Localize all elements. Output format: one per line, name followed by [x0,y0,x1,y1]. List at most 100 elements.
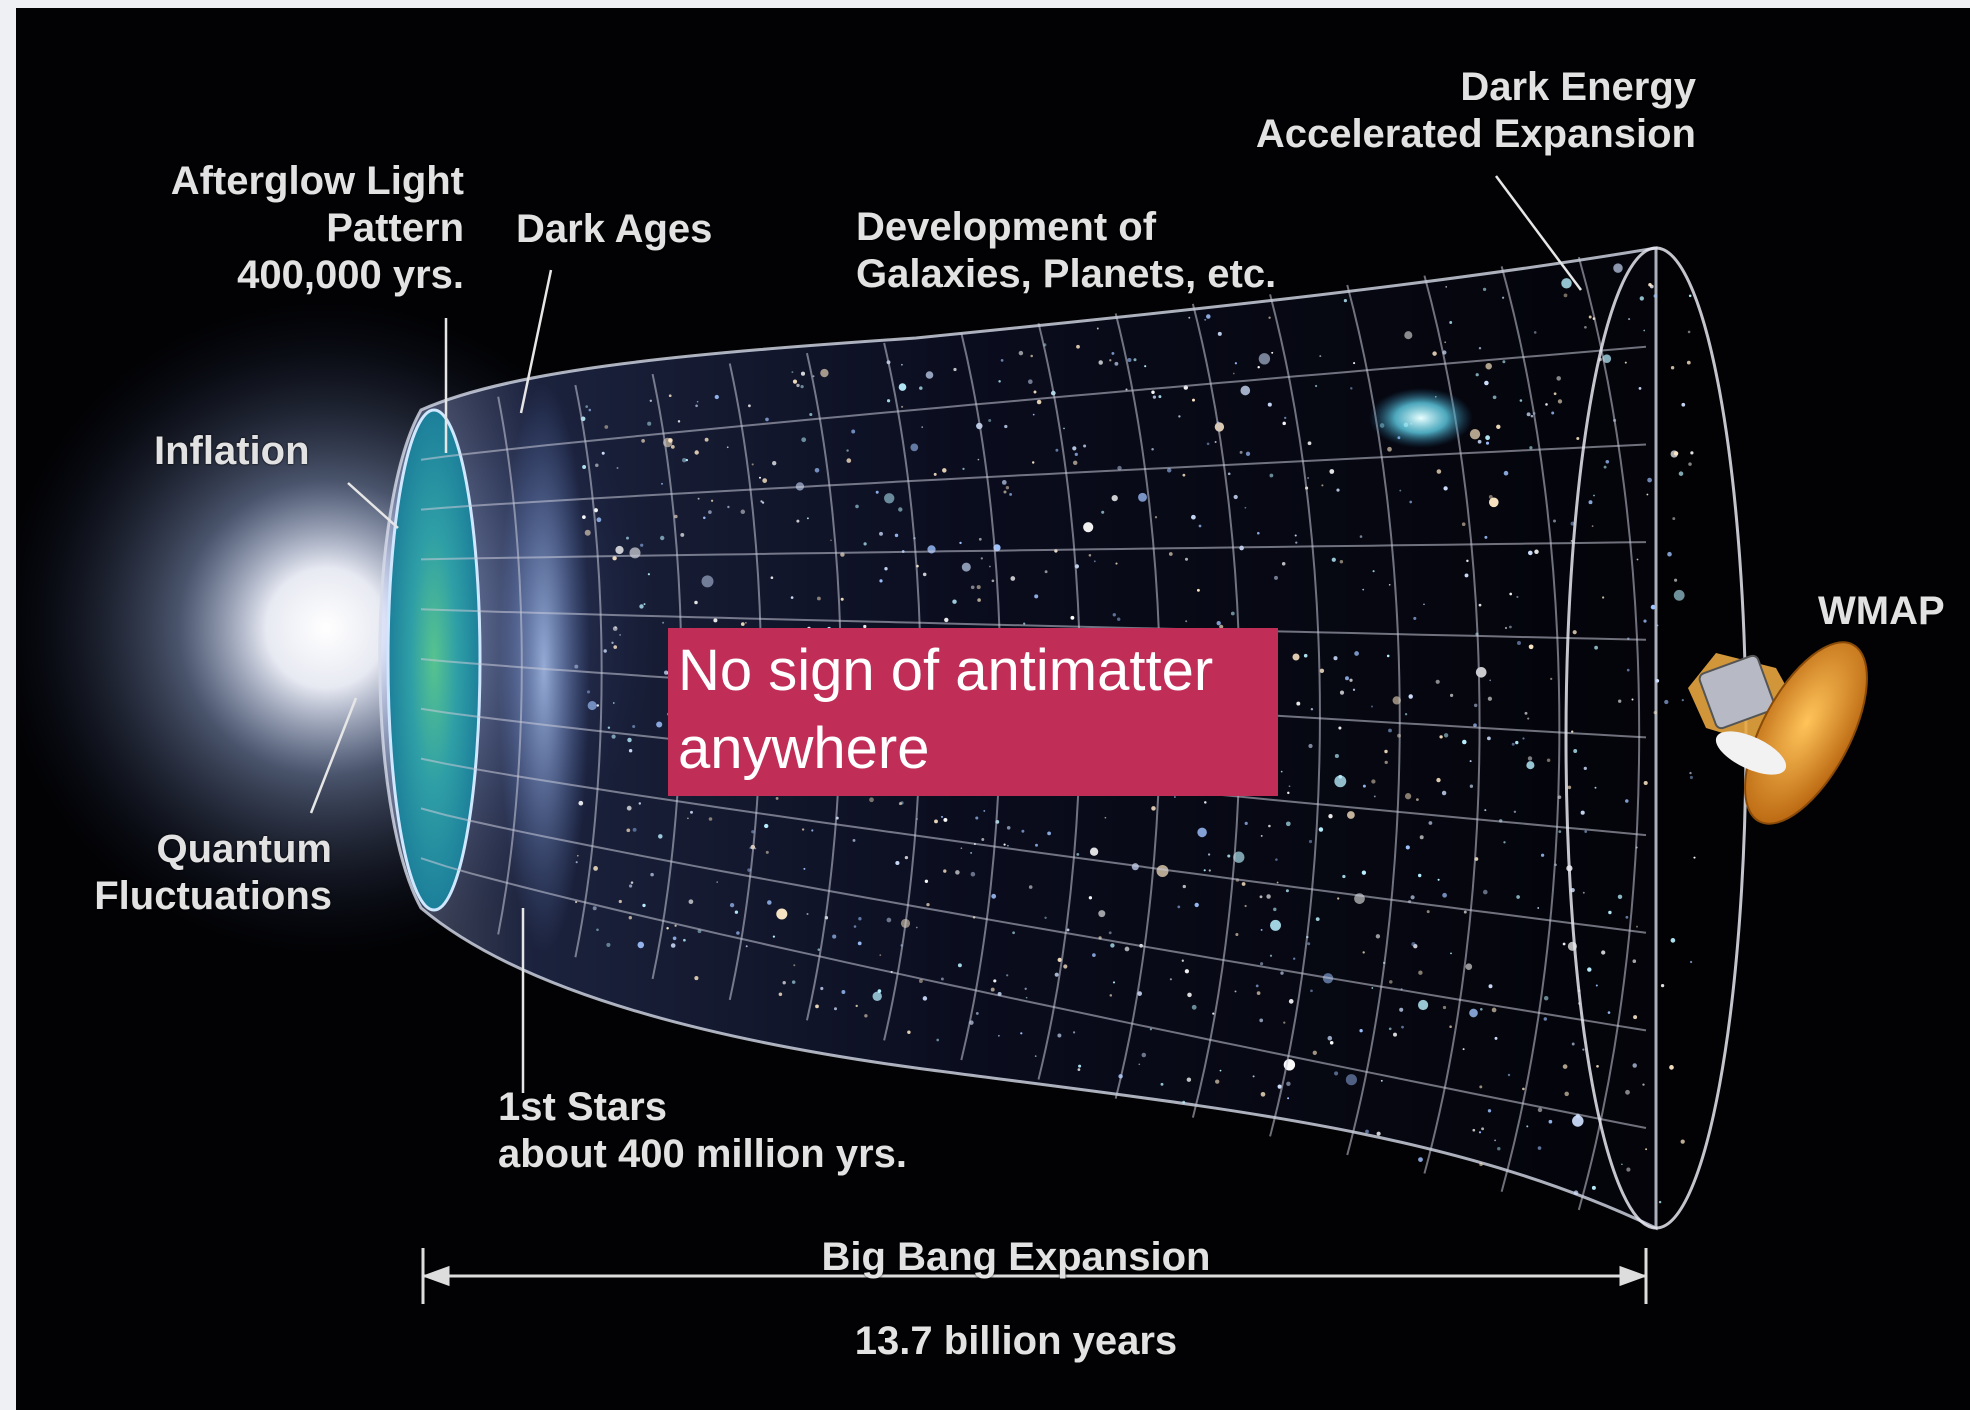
star [991,893,997,899]
star [1257,365,1260,369]
star [1347,811,1355,819]
star [1418,970,1423,975]
star [1098,360,1103,365]
star [708,510,712,514]
star [1101,510,1105,514]
star [1647,477,1652,483]
star [759,476,761,479]
star [806,517,809,520]
star [855,1004,858,1008]
star [632,827,637,832]
star [642,903,646,908]
star [661,482,663,485]
star [1057,1033,1062,1038]
star [1624,361,1627,364]
star [1337,897,1340,900]
star [1504,626,1508,630]
star [740,509,746,515]
star [1465,963,1473,971]
star [1478,346,1482,350]
star [1156,865,1169,877]
star [1573,1190,1579,1195]
star [1373,795,1376,798]
star [1441,790,1447,796]
star [1485,362,1492,370]
star [1270,919,1281,931]
star [1109,359,1112,362]
star [1342,874,1346,879]
star [1338,774,1343,779]
star [852,838,856,842]
star [586,690,591,694]
star [596,704,600,707]
star [1482,889,1488,895]
star [1667,551,1672,557]
star [1376,1131,1381,1136]
star [1408,694,1413,699]
star [1327,1035,1333,1041]
star [1063,427,1065,430]
star [1219,1069,1222,1072]
star [687,817,689,820]
star [1307,942,1311,946]
star [801,437,807,443]
star [1310,707,1314,711]
star [1206,314,1211,319]
star [736,931,740,935]
star [1362,784,1366,788]
star [1417,873,1422,878]
star [729,902,735,908]
star [1345,676,1349,681]
star [1633,1015,1638,1020]
star [1625,1089,1630,1095]
star [640,543,644,547]
star [1631,698,1634,701]
star [953,367,957,372]
development-label-line-2: Galaxies, Planets, etc. [856,252,1277,296]
star [1413,616,1417,620]
star [612,702,615,704]
timeline-arrow [421,1248,1648,1304]
star [1293,957,1296,960]
star [1329,469,1335,474]
star [584,529,591,536]
star [576,854,579,857]
big-bang-text: Big Bang Expansion [821,1235,1211,1279]
star [1287,1097,1290,1100]
star [601,451,605,455]
star [1177,905,1181,909]
star [1362,951,1365,954]
star [1334,753,1339,759]
star [1259,895,1263,899]
star [1488,984,1493,989]
star [1413,944,1418,949]
star [1686,360,1691,365]
star [1507,1073,1511,1077]
star [754,847,757,850]
star [615,545,624,555]
star [1307,441,1312,446]
star [1349,678,1353,682]
star [1639,296,1644,301]
star [1255,984,1259,988]
star [1442,1005,1447,1010]
star [1257,531,1260,535]
star [1138,492,1147,502]
star [1588,500,1593,505]
star [1545,403,1548,406]
star [1260,962,1264,966]
star [1572,630,1577,635]
star [1564,1091,1569,1097]
star [1115,562,1118,565]
star [770,576,774,580]
star [1149,1028,1153,1031]
star [834,1007,837,1011]
star [1670,938,1676,943]
star [1233,851,1245,863]
star [1388,583,1391,586]
star [1681,402,1686,407]
star [1626,668,1630,672]
star [1334,1071,1339,1076]
star [593,866,598,871]
star [944,617,949,623]
